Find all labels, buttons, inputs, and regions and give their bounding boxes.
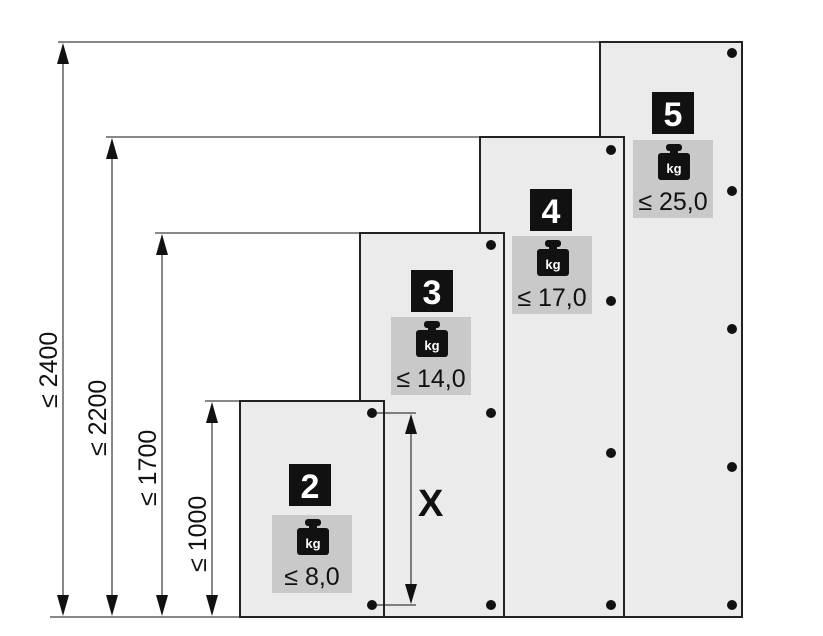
hinge-dot-icon bbox=[606, 145, 616, 155]
dimension-label-1000: ≤ 1000 bbox=[184, 496, 212, 572]
kg-label: kg bbox=[424, 338, 439, 353]
hinge-dot-icon bbox=[606, 448, 616, 458]
arrow-icon bbox=[156, 595, 168, 616]
panel-4-label: 4 kg ≤ 17,0 bbox=[512, 189, 592, 314]
panel-number-badge bbox=[289, 464, 331, 506]
hinge-dot-icon bbox=[727, 462, 737, 472]
dimension-label-2400: ≤ 2400 bbox=[35, 332, 63, 408]
panel-number: 4 bbox=[542, 193, 561, 231]
panel-3-label: 3 kg ≤ 14,0 bbox=[391, 270, 471, 395]
dimension-1000 bbox=[206, 402, 218, 616]
dimension-arrows bbox=[57, 43, 218, 616]
kg-weight-icon: kg bbox=[537, 240, 569, 276]
panel-number-badge bbox=[411, 270, 453, 312]
x-dimension bbox=[372, 412, 417, 606]
dimension-2400 bbox=[57, 43, 69, 616]
panel-number: 3 bbox=[423, 274, 442, 312]
kg-label: kg bbox=[305, 536, 320, 551]
weight-limit: ≤ 17,0 bbox=[517, 284, 586, 312]
arrow-icon bbox=[57, 43, 69, 64]
arrow-icon bbox=[156, 234, 168, 255]
kg-weight-icon: kg bbox=[658, 144, 690, 180]
hinge-dot-icon bbox=[606, 600, 616, 610]
hinge-dot-icon bbox=[486, 408, 496, 418]
panel-2-label: 2 kg ≤ 8,0 bbox=[272, 464, 352, 593]
arrow-icon bbox=[57, 595, 69, 616]
kg-label: kg bbox=[666, 161, 681, 176]
hinge-dot-icon bbox=[727, 186, 737, 196]
kg-weight-icon: kg bbox=[297, 519, 329, 555]
hinge-dot-icon bbox=[727, 48, 737, 58]
dimension-2200 bbox=[106, 138, 118, 616]
hinge-dot-icon bbox=[606, 296, 616, 306]
panel-4-hinges bbox=[606, 145, 616, 610]
arrow-icon bbox=[206, 402, 218, 423]
panel-number: 5 bbox=[664, 96, 683, 134]
hinge-dot-icon bbox=[727, 324, 737, 334]
panel-number-badge bbox=[530, 189, 572, 231]
dimension-1700 bbox=[156, 234, 168, 616]
panel-number: 2 bbox=[301, 468, 320, 506]
kg-label: kg bbox=[545, 257, 560, 272]
panel-number-badge bbox=[652, 92, 694, 134]
dimension-label-1700: ≤ 1700 bbox=[134, 430, 162, 506]
hinge-dot-icon bbox=[486, 600, 496, 610]
arrow-icon bbox=[405, 584, 417, 604]
kg-weight-icon: kg bbox=[416, 321, 448, 357]
arrow-icon bbox=[106, 138, 118, 159]
weight-limit: ≤ 25,0 bbox=[638, 188, 707, 216]
weight-limit: ≤ 8,0 bbox=[284, 563, 339, 591]
panel-3-hinges bbox=[486, 240, 496, 610]
arrow-icon bbox=[206, 595, 218, 616]
arrow-icon bbox=[106, 595, 118, 616]
hinge-dot-icon bbox=[486, 240, 496, 250]
hinge-dot-icon bbox=[727, 600, 737, 610]
weight-limit: ≤ 14,0 bbox=[396, 365, 465, 393]
x-dimension-label: X bbox=[418, 483, 444, 525]
panel-5-hinges bbox=[727, 48, 737, 610]
panel-5-label: 5 kg ≤ 25,0 bbox=[633, 92, 713, 218]
arrow-icon bbox=[405, 414, 417, 434]
dimension-label-2200: ≤ 2200 bbox=[84, 380, 112, 456]
